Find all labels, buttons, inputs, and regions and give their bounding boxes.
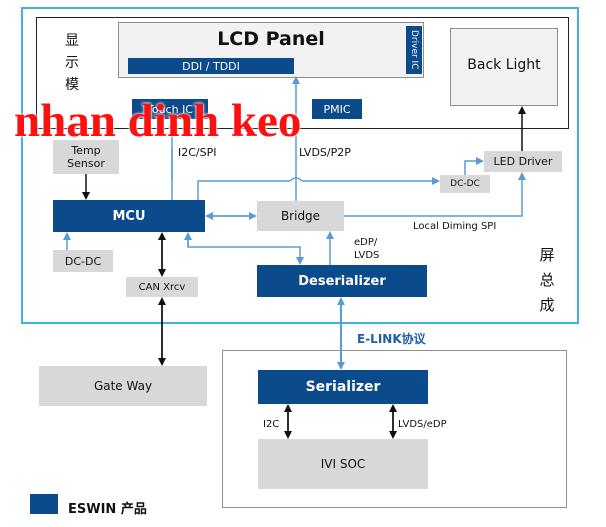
temp-sensor-box: Temp Sensor xyxy=(53,140,119,174)
pmic-box: PMIC xyxy=(312,99,362,119)
bridge-box: Bridge xyxy=(257,201,344,231)
i2c-spi-label: I2C/SPI xyxy=(178,146,217,159)
driver-ic-bar: Driver IC xyxy=(406,26,422,74)
back-light-label: Back Light xyxy=(467,57,541,73)
i2c-label: I2C xyxy=(263,419,280,430)
dcdc-box-left: DC-DC xyxy=(53,250,113,272)
led-driver-box: LED Driver xyxy=(484,151,562,172)
watermark-text: nhan dinh keo xyxy=(14,95,302,147)
mcu-box: MCU xyxy=(53,200,205,232)
deserializer-box: Deserializer xyxy=(257,265,427,297)
edp-lvds-label: eDP/ LVDS xyxy=(354,237,380,261)
serializer-box: Serializer xyxy=(258,370,428,404)
display-module-frame xyxy=(36,17,569,129)
lvds-edp-label: LVDS/eDP xyxy=(398,419,447,430)
legend-swatch xyxy=(30,494,58,514)
local-dimming-label: Local Diming SPI xyxy=(413,221,497,232)
back-light-box xyxy=(450,28,558,106)
display-module-label: 显示模 xyxy=(65,33,79,93)
screen-assembly-label: 屏总成 xyxy=(539,246,555,314)
ddi-tddi-bar: DDI / TDDI xyxy=(128,58,294,74)
can-xcvr-box: CAN Xrcv xyxy=(126,277,198,297)
touch-ic-box: Touch IC xyxy=(132,99,208,119)
gateway-box: Gate Way xyxy=(39,366,207,406)
dcdc-box-right: DC-DC xyxy=(440,175,490,193)
ivi-soc-box: IVI SOC xyxy=(258,439,428,489)
screen-assembly-frame xyxy=(21,7,579,324)
lvds-p2p-label: LVDS/P2P xyxy=(299,146,351,159)
ivi-frame xyxy=(222,350,567,508)
legend-label: ESWIN 产品 xyxy=(68,502,147,517)
elink-label: E-LINK协议 xyxy=(357,332,426,346)
lcd-panel-title: LCD Panel xyxy=(217,28,325,50)
